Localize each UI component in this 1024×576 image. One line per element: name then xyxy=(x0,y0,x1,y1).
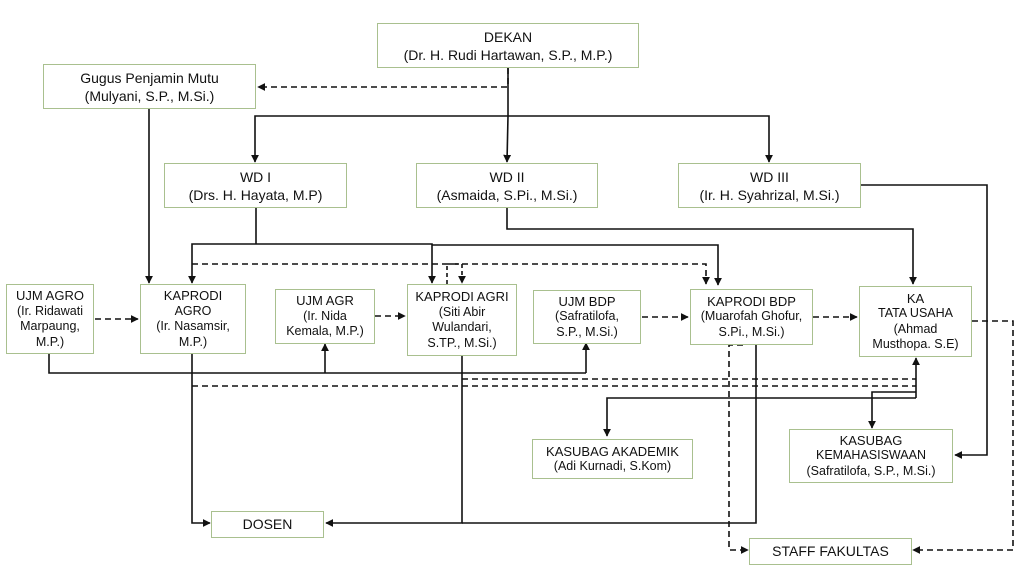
node-line: S.Pi., M.Si.) xyxy=(718,324,785,339)
node-line: (Siti Abir xyxy=(438,304,486,319)
edge-kaprodiagro-dosen xyxy=(191,353,211,527)
node-dosen[interactable]: DOSEN xyxy=(211,511,324,538)
node-title: WD III xyxy=(750,168,789,185)
node-title: KASUBAG AKADEMIK xyxy=(546,443,679,459)
node-line: (Ir. Ridawati xyxy=(17,303,83,318)
node-title: DOSEN xyxy=(242,515,293,532)
edge-kaprodibdp-dosen xyxy=(462,345,757,524)
node-wd3[interactable]: WD III (Ir. H. Syahrizal, M.Si.) xyxy=(678,163,861,208)
edge-dekan-gpm xyxy=(257,68,509,91)
edge-dashed-top-bus xyxy=(192,263,710,285)
node-ka-tata-usaha[interactable]: KA TATA USAHA (Ahmad Musthopa. S.E) xyxy=(859,286,972,357)
edge-katu-staff xyxy=(912,320,1014,554)
edge-katu-akademik xyxy=(603,397,916,437)
edge-wd1-kaprodi-agri xyxy=(256,243,436,284)
node-gugus-penjamin-mutu[interactable]: Gugus Penjamin Mutu (Mulyani, S.P., M.Si… xyxy=(43,64,256,109)
edge-kaprodibdp-staff xyxy=(728,344,749,554)
node-ujm-agr[interactable]: UJM AGR (Ir. Nida Kemala, M.P.) xyxy=(275,289,375,344)
edge-dashed-agri-loop xyxy=(446,263,466,284)
edge-ujmagro-bus xyxy=(48,353,586,374)
edge-wd2-katu xyxy=(506,207,917,285)
node-line: (Ir. Nasamsir, xyxy=(156,319,230,333)
node-line: (Adi Kurnadi, S.Kom) xyxy=(553,459,672,473)
edge-wd3-kemahasiswaan xyxy=(858,184,988,459)
node-name: (Mulyani, S.P., M.Si.) xyxy=(84,87,215,104)
node-wd1[interactable]: WD I (Drs. H. Hayata, M.P) xyxy=(164,163,347,208)
node-kasubag-akademik[interactable]: KASUBAG AKADEMIK (Adi Kurnadi, S.Kom) xyxy=(532,439,693,479)
node-name: (Ir. H. Syahrizal, M.Si.) xyxy=(699,186,840,203)
node-line: M.P.) xyxy=(178,334,208,349)
node-title: STAFF FAKULTAS xyxy=(772,542,889,559)
node-title: Gugus Penjamin Mutu xyxy=(80,69,219,86)
node-line: M.P.) xyxy=(35,334,65,349)
node-title: WD II xyxy=(489,168,525,185)
edge-katu-kemahasiswaan xyxy=(868,391,916,429)
node-line: TATA USAHA xyxy=(877,306,953,320)
node-line: Musthopa. S.E) xyxy=(872,337,959,351)
edge-wd1-kaprodi-bdp xyxy=(432,244,722,286)
node-kaprodi-agro[interactable]: KAPRODI AGRO (Ir. Nasamsir, M.P.) xyxy=(140,284,246,354)
node-line: (Muarofah Ghofur, xyxy=(700,309,803,324)
node-line: KEMAHASISWAAN xyxy=(816,448,926,463)
edge-kaprodiagri-dosen xyxy=(325,356,463,527)
node-line: (Ir. Nida xyxy=(303,308,347,323)
node-ujm-agro[interactable]: UJM AGRO (Ir. Ridawati Marpaung, M.P.) xyxy=(6,284,94,354)
node-kaprodi-agri[interactable]: KAPRODI AGRI (Siti Abir Wulandari, S.TP.… xyxy=(407,284,517,356)
node-title: UJM AGRO xyxy=(16,288,84,303)
node-line: S.TP., M.Si.) xyxy=(427,335,497,350)
node-title: UJM AGR xyxy=(296,293,354,309)
node-dekan[interactable]: DEKAN (Dr. H. Rudi Hartawan, S.P., M.P.) xyxy=(377,23,639,68)
node-title: UJM BDP xyxy=(558,293,616,309)
node-name: (Asmaida, S.Pi., M.Si.) xyxy=(436,186,578,203)
node-title: KAPRODI xyxy=(163,288,223,303)
node-line: (Ahmad xyxy=(893,321,938,336)
edge-dekan-wd1 xyxy=(251,115,508,163)
node-line: Wulandari, xyxy=(432,320,492,334)
node-title: KA xyxy=(906,290,925,306)
edge-wd1-kaprodi-agro xyxy=(188,243,256,284)
edge-dekan-wd2 xyxy=(503,115,512,163)
node-wd2[interactable]: WD II (Asmaida, S.Pi., M.Si.) xyxy=(416,163,598,208)
node-ujm-bdp[interactable]: UJM BDP (Safratilofa, S.P., M.Si.) xyxy=(533,290,641,344)
node-kaprodi-bdp[interactable]: KAPRODI BDP (Muarofah Ghofur, S.Pi., M.S… xyxy=(690,289,813,345)
node-kasubag-kemahasiswaan[interactable]: KASUBAG KEMAHASISWAAN (Safratilofa, S.P.… xyxy=(789,429,953,483)
node-line: (Safratilofa, xyxy=(555,309,619,324)
node-title: KAPRODI BDP xyxy=(707,293,796,309)
node-line: AGRO xyxy=(174,303,212,318)
edge-dekan-wd3 xyxy=(508,115,773,163)
node-line: Marpaung, xyxy=(20,319,80,333)
node-line: S.P., M.Si.) xyxy=(556,324,618,339)
node-title: DEKAN xyxy=(483,28,533,45)
node-line: Kemala, M.P.) xyxy=(286,324,364,339)
node-name: (Dr. H. Rudi Hartawan, S.P., M.P.) xyxy=(403,46,613,63)
node-staff-fakultas[interactable]: STAFF FAKULTAS xyxy=(749,538,912,565)
node-line: (Safratilofa, S.P., M.Si.) xyxy=(806,463,936,478)
node-name: (Drs. H. Hayata, M.P) xyxy=(188,186,323,203)
node-title: WD I xyxy=(239,168,272,185)
node-title: KASUBAG xyxy=(839,432,903,448)
node-title: KAPRODI AGRI xyxy=(415,289,509,304)
